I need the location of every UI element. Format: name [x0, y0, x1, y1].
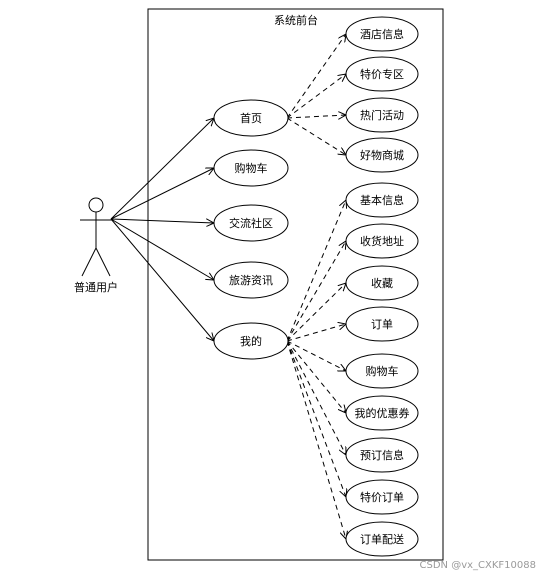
sub-use-case: 特价订单: [345, 479, 419, 515]
use-case: 首页: [213, 99, 289, 137]
sub-use-case: 收藏: [345, 265, 419, 301]
sub-use-case-label: 特价专区: [360, 67, 404, 81]
sub-use-case-label: 好物商城: [360, 148, 404, 162]
include-arrow: [286, 340, 346, 455]
sub-use-case: 酒店信息: [345, 16, 419, 52]
include-lines: [286, 34, 346, 539]
sub-use-case-label: 购物车: [366, 364, 399, 378]
use-case-label: 首页: [240, 111, 262, 125]
include-arrow: [286, 115, 346, 118]
sub-use-case: 热门活动: [345, 97, 419, 133]
include-arrow: [286, 117, 346, 155]
include-arrow: [286, 74, 346, 119]
include-arrow: [286, 340, 346, 371]
system-boundary: [147, 8, 444, 561]
sub-use-case: 购物车: [345, 353, 419, 389]
sub-use-case: 我的优惠券: [345, 395, 419, 431]
use-case-label: 购物车: [235, 161, 268, 175]
sub-use-case-label: 订单: [371, 318, 393, 331]
sub-use-case-label: 特价订单: [360, 490, 404, 504]
association-arrow: [110, 218, 214, 341]
sub-use-case-label: 收藏: [371, 276, 393, 290]
association-arrow: [110, 118, 214, 220]
sub-use-case: 好物商城: [345, 137, 419, 173]
sub-use-case-label: 酒店信息: [360, 27, 404, 41]
use-case-label: 旅游资讯: [229, 273, 273, 287]
association-arrow: [110, 168, 214, 220]
system-title: 系统前台: [274, 13, 318, 27]
sub-use-case-label: 基本信息: [360, 193, 404, 207]
association-lines: [110, 118, 214, 341]
include-arrow: [286, 340, 346, 497]
include-arrow: [286, 241, 346, 342]
sub-use-case-label: 热门活动: [360, 108, 404, 122]
sub-use-case: 收货地址: [345, 223, 419, 259]
actor-stick-figure: [80, 197, 112, 277]
sub-use-case: 预订信息: [345, 437, 419, 473]
actor-label: 普通用户: [74, 280, 118, 294]
include-arrow: [286, 200, 346, 342]
use-case-label: 交流社区: [229, 216, 273, 230]
sub-use-case: 订单: [345, 306, 419, 342]
sub-use-case: 订单配送: [345, 521, 419, 557]
include-arrow: [286, 283, 346, 342]
use-case: 购物车: [213, 149, 289, 187]
sub-use-case: 基本信息: [345, 182, 419, 218]
include-arrow: [286, 340, 346, 413]
include-arrow: [286, 340, 346, 539]
use-case: 我的: [213, 322, 289, 360]
sub-use-case: 特价专区: [345, 56, 419, 92]
use-case: 旅游资讯: [213, 261, 289, 299]
use-cases: 首页购物车交流社区旅游资讯我的酒店信息特价专区热门活动好物商城基本信息收货地址收…: [213, 16, 419, 557]
use-case: 交流社区: [213, 204, 289, 242]
include-arrow: [286, 34, 346, 119]
sub-use-case-label: 预订信息: [360, 448, 404, 462]
sub-use-case-label: 收货地址: [360, 234, 404, 248]
association-arrow: [110, 218, 214, 280]
use-case-label: 我的: [240, 334, 262, 348]
sub-use-case-label: 订单配送: [360, 532, 404, 546]
watermark: CSDN @vx_CXKF10088: [420, 560, 536, 571]
include-arrow: [286, 324, 346, 342]
association-arrow: [110, 218, 214, 223]
sub-use-case-label: 我的优惠券: [355, 406, 410, 420]
